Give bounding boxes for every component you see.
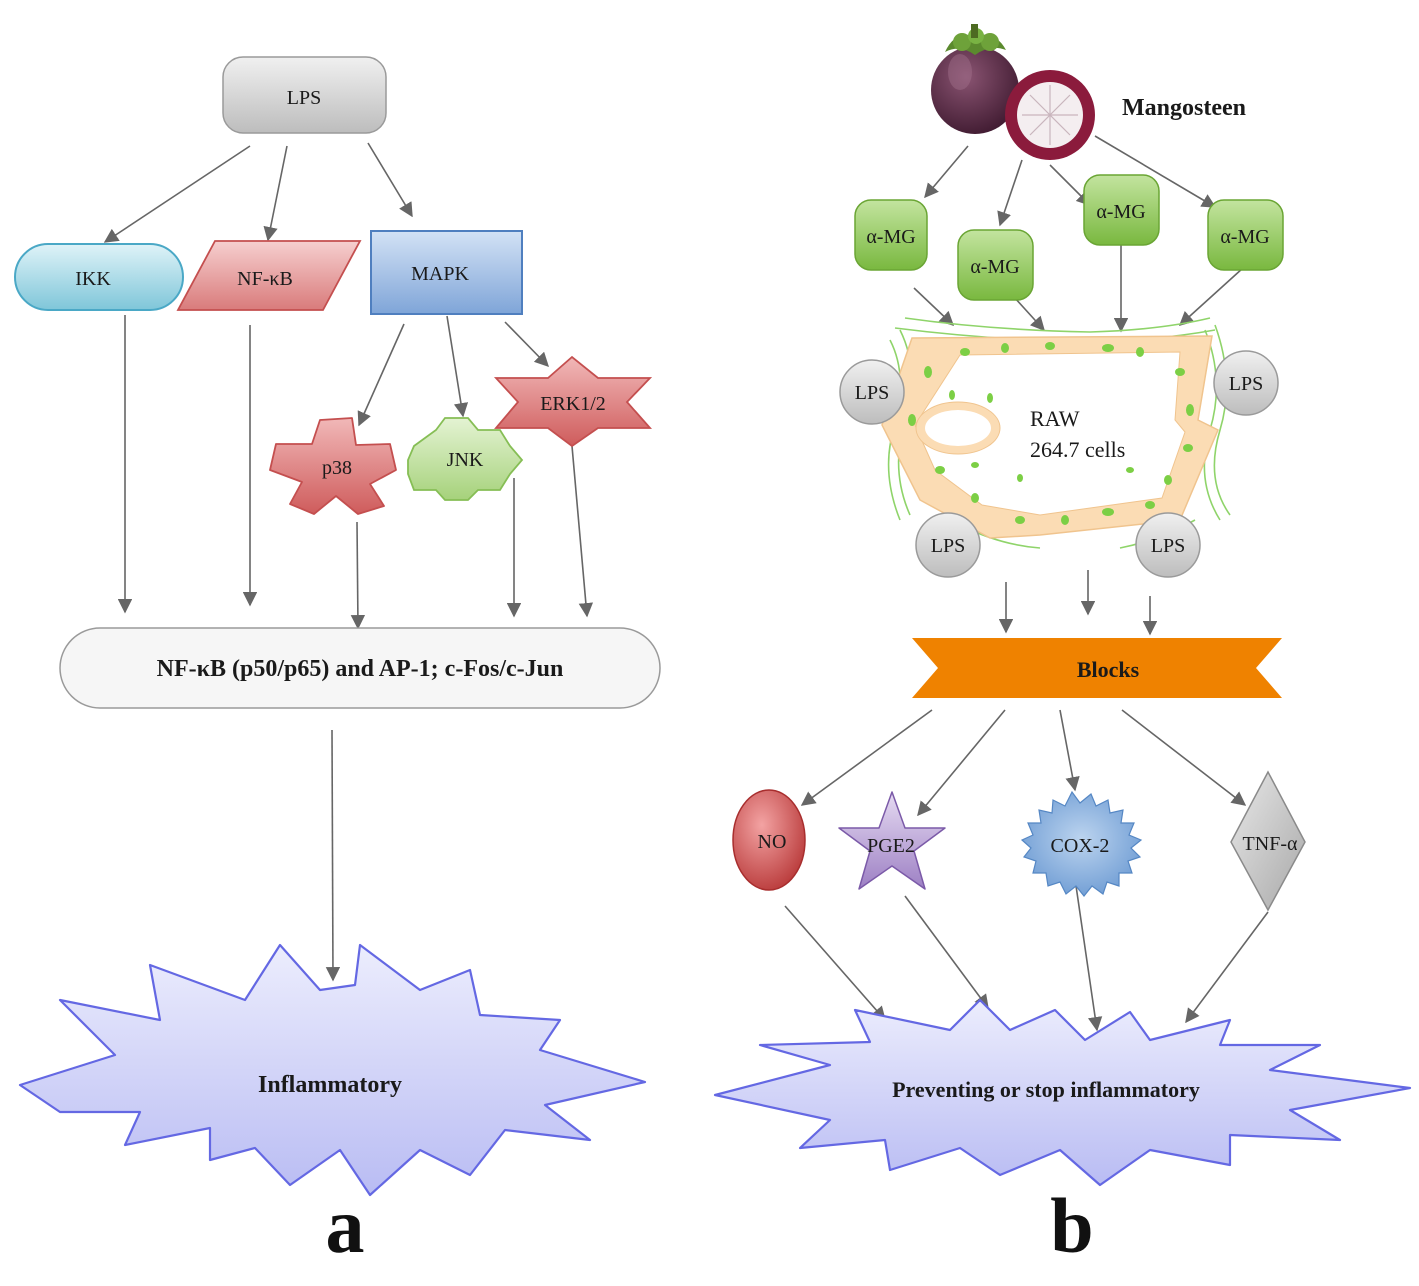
preventing-burst: Preventing or stop inflammatory [713, 998, 1412, 1187]
lps-node: LPS [1135, 512, 1201, 578]
lps-label: LPS [287, 87, 321, 109]
tnfa-label: TNF-α [1243, 833, 1298, 855]
erk-label: ERK1/2 [540, 393, 606, 415]
panel-a-letter: a [326, 1182, 365, 1269]
p38-node: p38 [269, 417, 397, 515]
panel-b-letter: b [1050, 1182, 1093, 1269]
lps-node: LPS [1213, 350, 1279, 416]
tnfa-node: TNF-α [1230, 770, 1306, 912]
lps-node: LPS [839, 359, 905, 425]
ikk-label: IKK [75, 268, 111, 290]
erk-node: ERK1/2 [493, 355, 653, 448]
inflammatory-label: Inflammatory [258, 1072, 402, 1098]
alpha-mg-node: α-MG [854, 199, 928, 271]
inflammatory-burst: Inflammatory [18, 943, 647, 1197]
alpha-mg-label: α-MG [1220, 226, 1269, 248]
mapk-label: MAPK [411, 263, 469, 285]
alpha-mg-node: α-MG [957, 229, 1034, 301]
blocks-label: Blocks [1077, 657, 1140, 682]
alpha-mg-node: α-MG [1207, 199, 1284, 271]
nfkb-label: NF-κB [237, 268, 293, 290]
no-node: NO [732, 789, 806, 891]
jnk-node: JNK [407, 417, 524, 501]
alpha-mg-label: α-MG [1096, 201, 1145, 223]
blocks-banner: Blocks [912, 638, 1282, 698]
raw-cell: RAW 264.7 cells [881, 317, 1231, 549]
lps-node: LPS [915, 512, 981, 578]
jnk-label: JNK [447, 449, 484, 471]
raw-label-2: 264.7 cells [1030, 437, 1125, 462]
mangosteen-icon: Mangosteen [931, 24, 1246, 160]
lps-node: LPS [222, 56, 387, 134]
mangosteen-label: Mangosteen [1122, 95, 1246, 121]
lps-label: LPS [1151, 535, 1185, 557]
preventing-label: Preventing or stop inflammatory [892, 1077, 1200, 1102]
cox2-node: COX-2 [1020, 790, 1143, 897]
lps-label: LPS [931, 535, 965, 557]
lps-label: LPS [855, 382, 889, 404]
alpha-mg-label: α-MG [866, 226, 915, 248]
transcription-node: NF-κB (p50/p65) and AP-1; c-Fos/c-Jun [59, 627, 661, 709]
mapk-node: MAPK [370, 230, 523, 315]
alpha-mg-label: α-MG [970, 256, 1019, 278]
pge2-node: PGE2 [838, 791, 946, 890]
no-label: NO [758, 831, 787, 853]
cox2-label: COX-2 [1051, 835, 1110, 857]
raw-label: RAW [1030, 406, 1080, 431]
lps-label: LPS [1229, 373, 1263, 395]
panel-a: LPS IKK NF-κB MAPK ERK1/2 p38 [14, 56, 661, 1269]
pge2-label: PGE2 [867, 835, 915, 857]
panel-b: Mangosteen α-MG α-MG α-MG α-MG [713, 24, 1412, 1269]
ikk-node: IKK [14, 243, 184, 311]
p38-label: p38 [322, 457, 352, 479]
transcription-label: NF-κB (p50/p65) and AP-1; c-Fos/c-Jun [157, 656, 564, 682]
nfkb-node: NF-κB [176, 240, 362, 311]
alpha-mg-node: α-MG [1083, 174, 1160, 246]
panel-a-edges [103, 142, 594, 982]
panel-b-edges [784, 135, 1269, 1032]
